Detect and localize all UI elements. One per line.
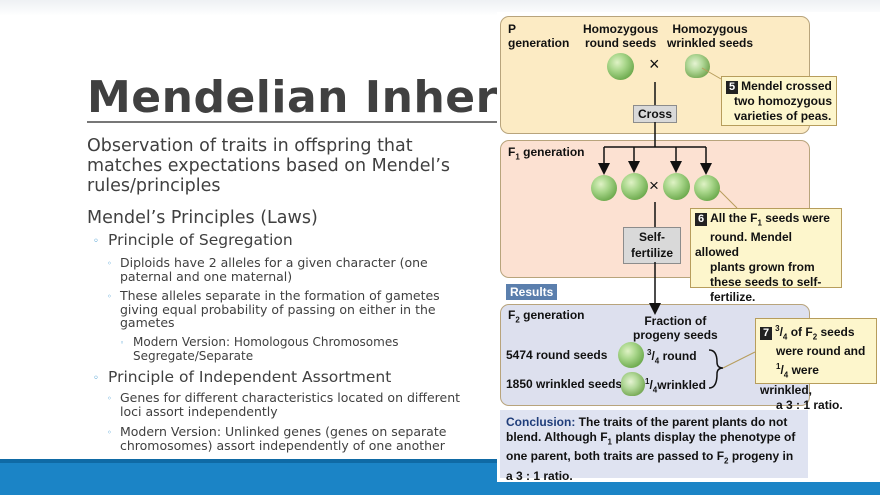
title-underline bbox=[87, 121, 497, 123]
segregation-point-1: Diploids have 2 alleles for a given char… bbox=[120, 255, 428, 284]
segregation-point-2: These alleles separate in the formation … bbox=[120, 288, 440, 330]
results-tag: Results bbox=[506, 284, 558, 300]
wrinkled-pea-icon bbox=[685, 54, 710, 78]
self-fertilize-box: Self-fertilize bbox=[623, 227, 681, 264]
f2-wrinkled-pea-icon bbox=[621, 372, 645, 396]
bullet-icon: ◦ bbox=[93, 236, 99, 247]
independent-heading: Principle of Independent Assortment bbox=[108, 368, 392, 386]
segregation-heading: Principle of Segregation bbox=[108, 231, 293, 249]
f2-generation-label: F2 generation bbox=[508, 308, 585, 325]
f1-round-pea-icon bbox=[591, 175, 617, 201]
round-pea-icon bbox=[607, 53, 634, 80]
bullet-icon: ◦ bbox=[107, 292, 112, 301]
round-count: 5474 round seeds bbox=[506, 348, 608, 362]
independent-point-1: Genes for different characteristics loca… bbox=[120, 390, 461, 419]
f1-round-pea-icon bbox=[621, 173, 648, 200]
callout-6-pointer bbox=[718, 189, 738, 209]
bullet-icon: ◦ bbox=[120, 339, 125, 347]
callout-5-pointer bbox=[701, 67, 722, 80]
bullet-icon: ◦ bbox=[107, 394, 112, 403]
bullet-icon: ◦ bbox=[107, 428, 112, 437]
f1-cross-symbol: × bbox=[649, 176, 659, 195]
conclusion-box bbox=[500, 410, 808, 478]
cross-box: Cross bbox=[633, 105, 677, 123]
bullet-icon: ◦ bbox=[107, 259, 112, 268]
segregation-modern: Modern Version: Homologous Chromosomes S… bbox=[133, 335, 399, 363]
f1-round-pea-icon bbox=[663, 173, 690, 200]
wrinkled-count: 1850 wrinkled seeds bbox=[506, 377, 623, 391]
f2-round-pea-icon bbox=[618, 342, 644, 368]
f2-brace bbox=[708, 349, 724, 389]
callout-7-pointer bbox=[722, 351, 756, 369]
connector-arrows bbox=[598, 67, 756, 389]
f1-generation-label: F1 generation bbox=[508, 145, 585, 162]
intro-text: Observation of traits in offspring that … bbox=[87, 136, 451, 196]
round-fraction: 3/4 round bbox=[647, 348, 697, 366]
cross-symbol: × bbox=[649, 54, 660, 74]
independent-point-2: Modern Version: Unlinked genes (genes on… bbox=[120, 424, 447, 453]
bullet-icon: ◦ bbox=[93, 373, 99, 384]
principles-heading: Mendel’s Principles (Laws) bbox=[87, 208, 318, 228]
conclusion-text: Conclusion: The traits of the parent pla… bbox=[506, 415, 796, 483]
f1-round-pea-icon bbox=[694, 175, 720, 201]
wrinkled-fraction: 1/4wrinkled bbox=[645, 377, 706, 395]
